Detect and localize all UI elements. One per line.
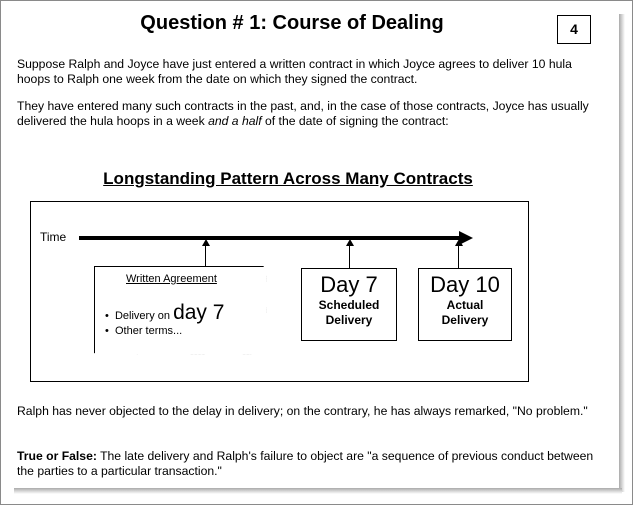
scheduled-line1: Scheduled bbox=[318, 298, 380, 312]
arrow-up-icon bbox=[455, 239, 463, 246]
page-title: Question # 1: Course of Dealing bbox=[140, 12, 444, 34]
actual-delivery-box: Day 10 Actual Delivery bbox=[418, 268, 512, 341]
bullet2-text: Other terms... bbox=[114, 325, 183, 337]
scheduled-pointer bbox=[349, 242, 350, 268]
actual-pointer bbox=[458, 242, 459, 268]
paragraph-4: True or False: The late delivery and Ral… bbox=[17, 449, 607, 479]
scheduled-day: Day 7 bbox=[320, 272, 378, 297]
page-shadow-bottom bbox=[14, 488, 622, 494]
agreement-title: Written Agreement bbox=[126, 273, 217, 285]
arrow-up-icon bbox=[346, 239, 354, 246]
slide-number: 4 bbox=[557, 15, 591, 44]
bullet1-small: Delivery on bbox=[114, 310, 170, 322]
diagram-heading: Longstanding Pattern Across Many Contrac… bbox=[103, 169, 473, 188]
p2-italic: and a half bbox=[208, 114, 262, 128]
agreement-pointer bbox=[205, 242, 206, 268]
timeline-line bbox=[79, 236, 463, 240]
p4-rest: The late delivery and Ralph's failure to… bbox=[17, 449, 594, 478]
scheduled-line2: Delivery bbox=[325, 313, 373, 327]
written-agreement-paper: Written Agreement • Delivery on day 7 • … bbox=[94, 266, 267, 355]
paragraph-3: Ralph has never objected to the delay in… bbox=[17, 404, 588, 418]
agreement-bullet-2: • Other terms... bbox=[105, 325, 183, 337]
actual-line2: Delivery bbox=[441, 313, 489, 327]
actual-day: Day 10 bbox=[430, 272, 500, 297]
paragraph-2: They have entered many such contracts in… bbox=[17, 99, 607, 129]
bullet1-big: day 7 bbox=[173, 301, 225, 324]
agreement-bullet-1: • Delivery on day 7 bbox=[105, 301, 225, 324]
page-shadow-right bbox=[619, 14, 625, 492]
timeline-diagram: Time Written Agreement • Delivery on day… bbox=[30, 201, 529, 382]
arrow-up-icon bbox=[202, 239, 210, 246]
true-false-label: True or False: bbox=[17, 449, 97, 463]
p2-end: of the date of signing the contract: bbox=[261, 114, 449, 128]
actual-line1: Actual bbox=[446, 298, 484, 312]
paragraph-1: Suppose Ralph and Joyce have just entere… bbox=[17, 57, 572, 86]
p2-start: They have entered many such contracts in… bbox=[17, 99, 589, 128]
scheduled-delivery-box: Day 7 Scheduled Delivery bbox=[301, 268, 397, 341]
time-label: Time bbox=[40, 230, 67, 244]
